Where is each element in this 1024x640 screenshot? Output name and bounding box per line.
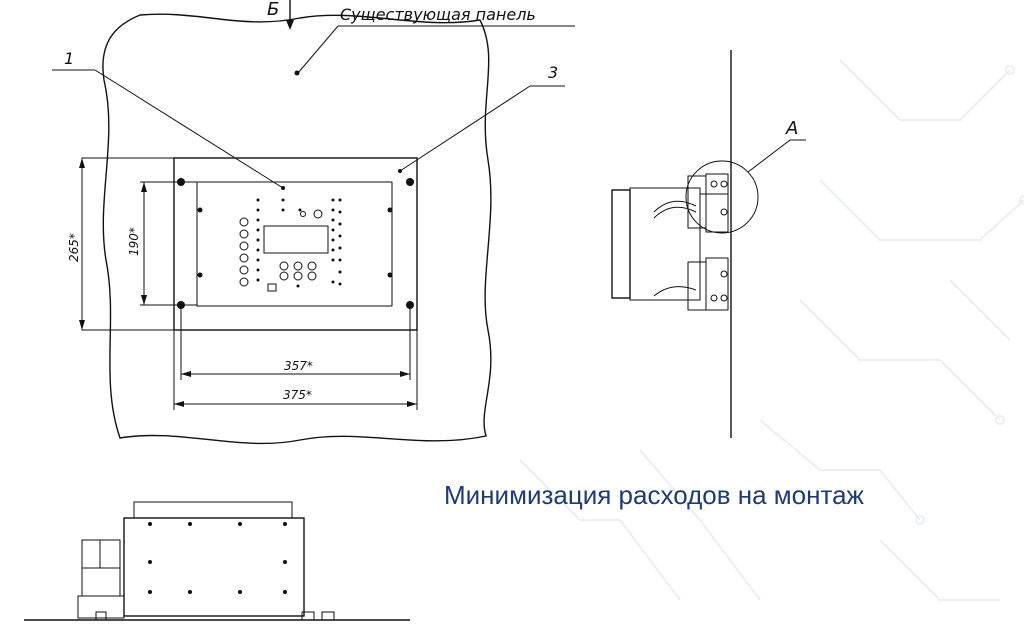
callout-1: 1 <box>64 49 74 68</box>
dim-height-outer: 265* <box>67 233 81 262</box>
device-front-window <box>196 181 393 307</box>
lower-clamp <box>653 257 729 311</box>
bottom-device-body <box>123 517 305 617</box>
side-device-body <box>611 189 631 299</box>
bolt <box>406 178 414 186</box>
view-arrow-label: Б <box>267 0 279 20</box>
bottom-bolts <box>148 522 287 594</box>
circuit-background <box>519 59 1024 601</box>
side-view: А <box>611 50 806 438</box>
dim-height-inner: 190* <box>127 227 141 256</box>
keypad <box>279 261 335 288</box>
view-arrow-head <box>286 20 294 30</box>
panel-label: Существующая панель <box>340 5 536 24</box>
callout-3: 3 <box>548 63 558 82</box>
bottom-view <box>24 501 410 621</box>
device-front-plate <box>173 157 418 331</box>
callout-a: А <box>785 118 798 139</box>
detail-circle-a <box>685 160 759 234</box>
left-buttons <box>239 198 260 287</box>
dim-width-inner: 357* <box>284 359 313 373</box>
existing-panel-outline <box>102 13 492 445</box>
device-screen <box>263 225 329 254</box>
dim-width-outer: 375* <box>283 388 312 402</box>
right-indicators <box>331 198 342 286</box>
slide-title: Минимизация расходов на монтаж <box>444 480 864 510</box>
upper-clamp <box>653 173 729 233</box>
front-view: Б Существующая панель 1 3 265* 190* <box>52 0 575 445</box>
